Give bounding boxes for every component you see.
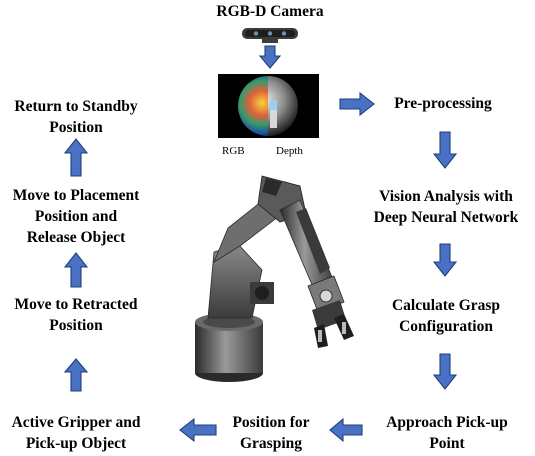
arrow-grasp-to-approach: [432, 353, 458, 390]
depth-caption: Depth: [276, 145, 303, 157]
step-preprocessing: Pre-processing: [394, 95, 492, 112]
arrow-gripper-to-retract: [63, 358, 89, 392]
rgb-caption: RGB: [222, 145, 245, 157]
step-move-retracted: Move to Retracted Position: [14, 296, 138, 334]
arrow-placement-to-standby: [63, 138, 89, 177]
robot-arm-image: [195, 175, 354, 382]
camera-title: RGB-D Camera: [216, 3, 324, 20]
step-approach-pickup: Approach Pick-up Point: [386, 414, 508, 452]
step-vision-analysis: Vision Analysis with Deep Neural Network: [373, 188, 519, 226]
arrow-position-to-gripper: [179, 417, 217, 443]
arrow-approach-to-position: [329, 417, 363, 443]
arrow-retract-to-placement: [63, 252, 89, 288]
rgb-depth-image: [218, 74, 319, 138]
step-move-placement: Move to Placement Position and Release O…: [12, 187, 140, 246]
arrow-camera-to-image: [258, 45, 282, 69]
rgbd-camera-icon: [242, 28, 298, 43]
arrow-preprocessing-to-vision: [432, 131, 458, 169]
step-active-gripper: Active Gripper and Pick-up Object: [11, 414, 141, 452]
arrow-vision-to-grasp: [432, 243, 458, 277]
step-position-for-grasping: Position for Grasping: [232, 414, 310, 452]
step-calculate-grasp: Calculate Grasp Configuration: [391, 297, 501, 335]
flow-arrows: [63, 45, 458, 443]
arrow-image-to-preprocessing: [339, 91, 375, 117]
step-return-standby: Return to Standby Position: [14, 98, 138, 136]
